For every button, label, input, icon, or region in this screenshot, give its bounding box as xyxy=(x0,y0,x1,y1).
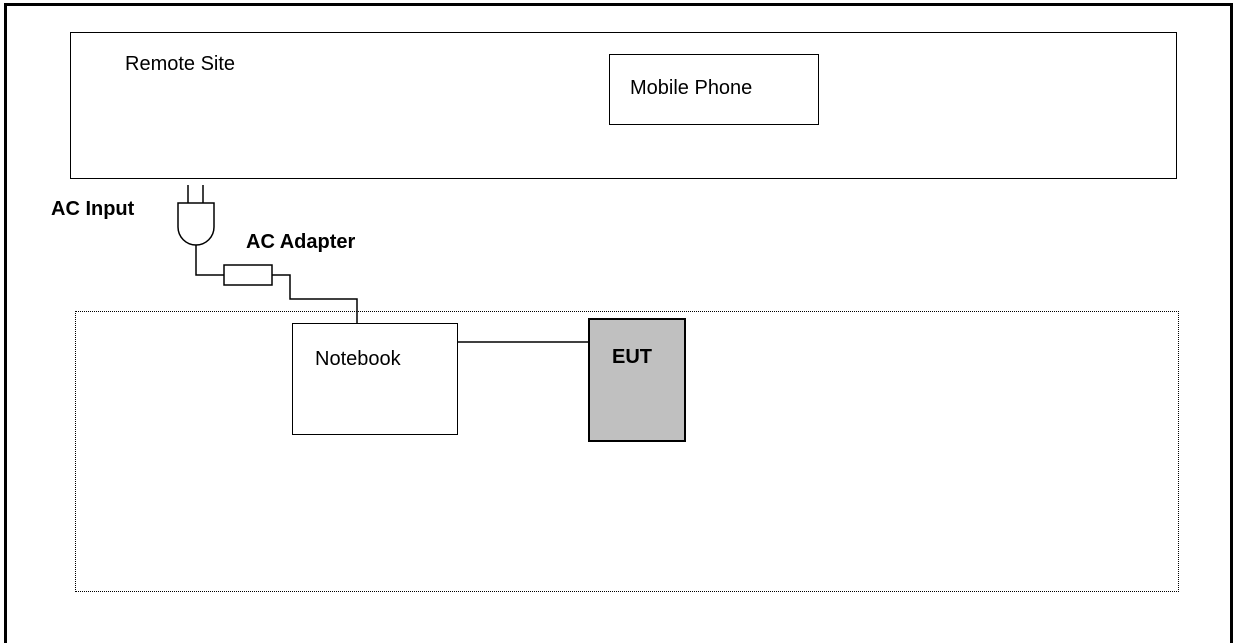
notebook-label: Notebook xyxy=(315,348,401,370)
power-cable xyxy=(195,245,358,323)
ac-input-label: AC Input xyxy=(51,198,135,220)
ac-adapter-label: AC Adapter xyxy=(246,231,356,253)
wiring xyxy=(177,185,588,343)
eut-label: EUT xyxy=(612,346,652,368)
ac-plug-icon xyxy=(177,185,215,246)
outer-frame xyxy=(4,3,1233,643)
notebook-box xyxy=(292,323,458,435)
remote-site-label: Remote Site xyxy=(125,53,236,75)
mobile-phone-box xyxy=(609,54,819,125)
test-table-area xyxy=(75,311,1179,592)
test-setup-diagram: Remote Site Mobile Phone Notebook EUT AC… xyxy=(4,3,1233,643)
remote-site-box xyxy=(70,32,1177,179)
eut-box xyxy=(588,318,686,442)
mobile-phone-label: Mobile Phone xyxy=(630,77,753,99)
ac-adapter-icon xyxy=(223,264,273,286)
